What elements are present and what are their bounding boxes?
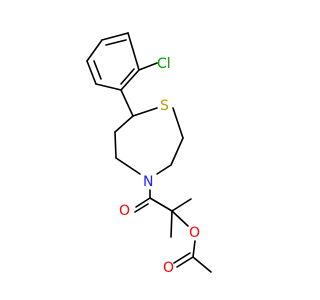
bond <box>176 256 194 268</box>
bond <box>114 115 134 133</box>
bond <box>172 107 184 139</box>
ester-oxygen-atom-label: O <box>189 225 200 241</box>
bond <box>120 89 134 117</box>
nitrogen-atom-label: N <box>143 174 153 190</box>
chlorine-atom-label: Cl <box>157 56 171 72</box>
bond <box>173 252 191 264</box>
bond-lines <box>86 32 212 273</box>
sulfur-atom-label: S <box>160 98 169 114</box>
bond <box>170 210 173 238</box>
bond <box>115 157 141 175</box>
bond <box>101 32 129 41</box>
bond <box>192 240 196 258</box>
bond <box>132 107 158 117</box>
bond <box>170 137 184 166</box>
bond <box>93 60 102 80</box>
bond <box>95 83 122 91</box>
atom-labels: Cl S N O O O <box>119 56 200 276</box>
bond <box>120 68 135 85</box>
bond <box>127 32 140 71</box>
bond <box>192 256 212 273</box>
bond <box>105 39 127 46</box>
molecule-structure-diagram: Cl S N O O O <box>86 32 212 276</box>
bond <box>138 62 158 71</box>
bond <box>149 197 173 212</box>
bond <box>156 164 172 175</box>
bond <box>120 69 140 91</box>
bond <box>86 39 103 62</box>
bond <box>171 198 192 212</box>
bond <box>86 60 97 85</box>
acetyl-oxygen-atom-label: O <box>163 260 174 276</box>
bond <box>134 203 149 213</box>
bond <box>135 197 151 208</box>
bond <box>171 210 189 227</box>
bond <box>114 131 117 159</box>
carbonyl-oxygen-atom-label: O <box>119 203 130 219</box>
